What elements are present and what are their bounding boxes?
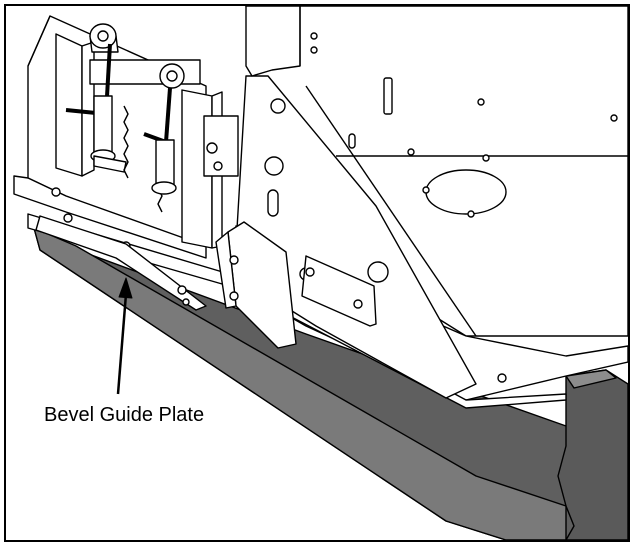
deck-hardware (310, 32, 618, 383)
side-plate (235, 75, 477, 399)
access-plate (301, 255, 377, 327)
right-jack-post (143, 63, 239, 249)
callout-arrow (116, 277, 133, 395)
technical-illustration (13, 6, 628, 540)
bevel-guide-plate (35, 215, 207, 311)
diagram-frame: Bevel Guide Plate (4, 4, 630, 542)
top-bracket (245, 6, 301, 77)
bevel-guide-plate-label: Bevel Guide Plate (44, 404, 205, 426)
bevel-skid (33, 227, 628, 540)
left-jack-post (55, 23, 201, 177)
angle-bracket (215, 221, 297, 349)
